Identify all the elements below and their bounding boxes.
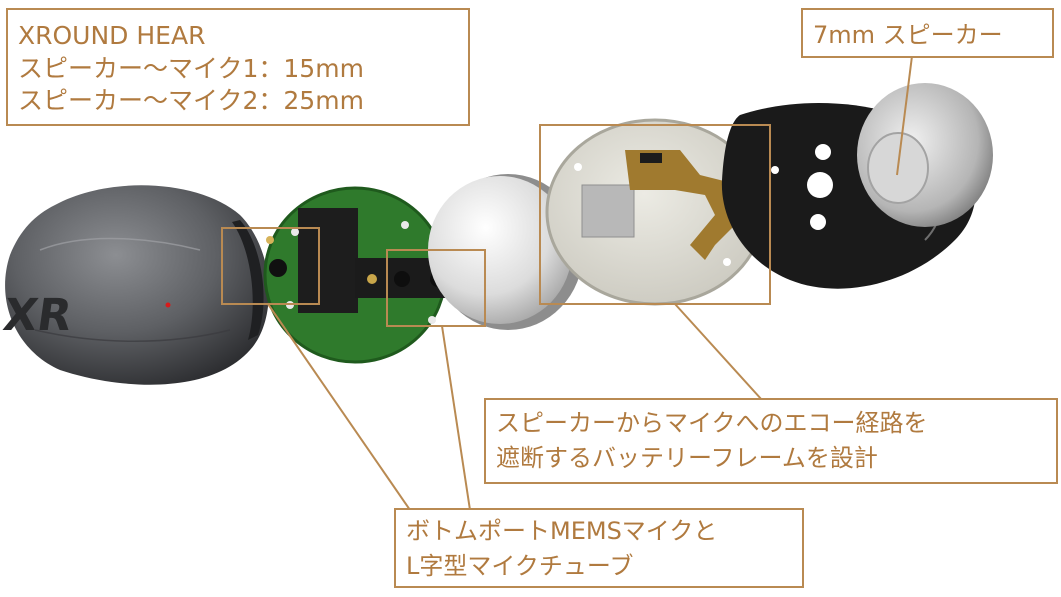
leader-mems-mic bbox=[267, 303, 411, 511]
mic2-distance: スピーカー～マイク2：25mm bbox=[18, 86, 364, 115]
frame-line-2: 遮断するバッテリーフレームを設計 bbox=[496, 443, 878, 472]
leader-lines bbox=[267, 55, 913, 511]
speaker-callout: 7mm スピーカー bbox=[801, 8, 1054, 58]
mems-line-1: ボトムポートMEMSマイクと bbox=[406, 517, 718, 545]
battery-cell bbox=[428, 174, 583, 330]
product-name: XROUND HEAR bbox=[18, 21, 206, 50]
mems-mic-callout: ボトムポートMEMSマイクと L字型マイクチューブ bbox=[394, 508, 804, 588]
battery-frame bbox=[545, 118, 765, 306]
mems-mic bbox=[269, 259, 287, 277]
highlight-boxes bbox=[221, 124, 771, 327]
led-indicator-dot bbox=[165, 302, 171, 308]
highlight-mems-mic bbox=[221, 227, 320, 305]
frame-line-1: スピーカーからマイクへのエコー経路を bbox=[496, 409, 928, 437]
battery-frame-callout: スピーカーからマイクへのエコー経路を 遮断するバッテリーフレームを設計 bbox=[484, 398, 1058, 484]
leader-speaker bbox=[896, 55, 913, 176]
mic1-distance: スピーカー～マイク1：15mm bbox=[18, 53, 364, 83]
flex-cable bbox=[625, 150, 740, 260]
leader-mic-tube bbox=[441, 325, 471, 511]
chip-component bbox=[298, 208, 358, 313]
xr-logo: XR bbox=[0, 290, 75, 341]
highlight-mic-tube bbox=[386, 249, 486, 327]
highlight-battery-frame bbox=[539, 124, 771, 305]
title-callout: XROUND HEAR スピーカー～マイク1：15mm スピーカー～マイク2：2… bbox=[6, 8, 470, 126]
mems-line-2: L字型マイクチューブ bbox=[406, 551, 634, 580]
outer-shell: XR bbox=[0, 185, 269, 385]
leader-frame bbox=[674, 303, 763, 401]
green-pcb bbox=[263, 186, 460, 364]
speaker-7mm bbox=[857, 83, 993, 227]
speaker-label: 7mm スピーカー bbox=[813, 21, 1003, 49]
